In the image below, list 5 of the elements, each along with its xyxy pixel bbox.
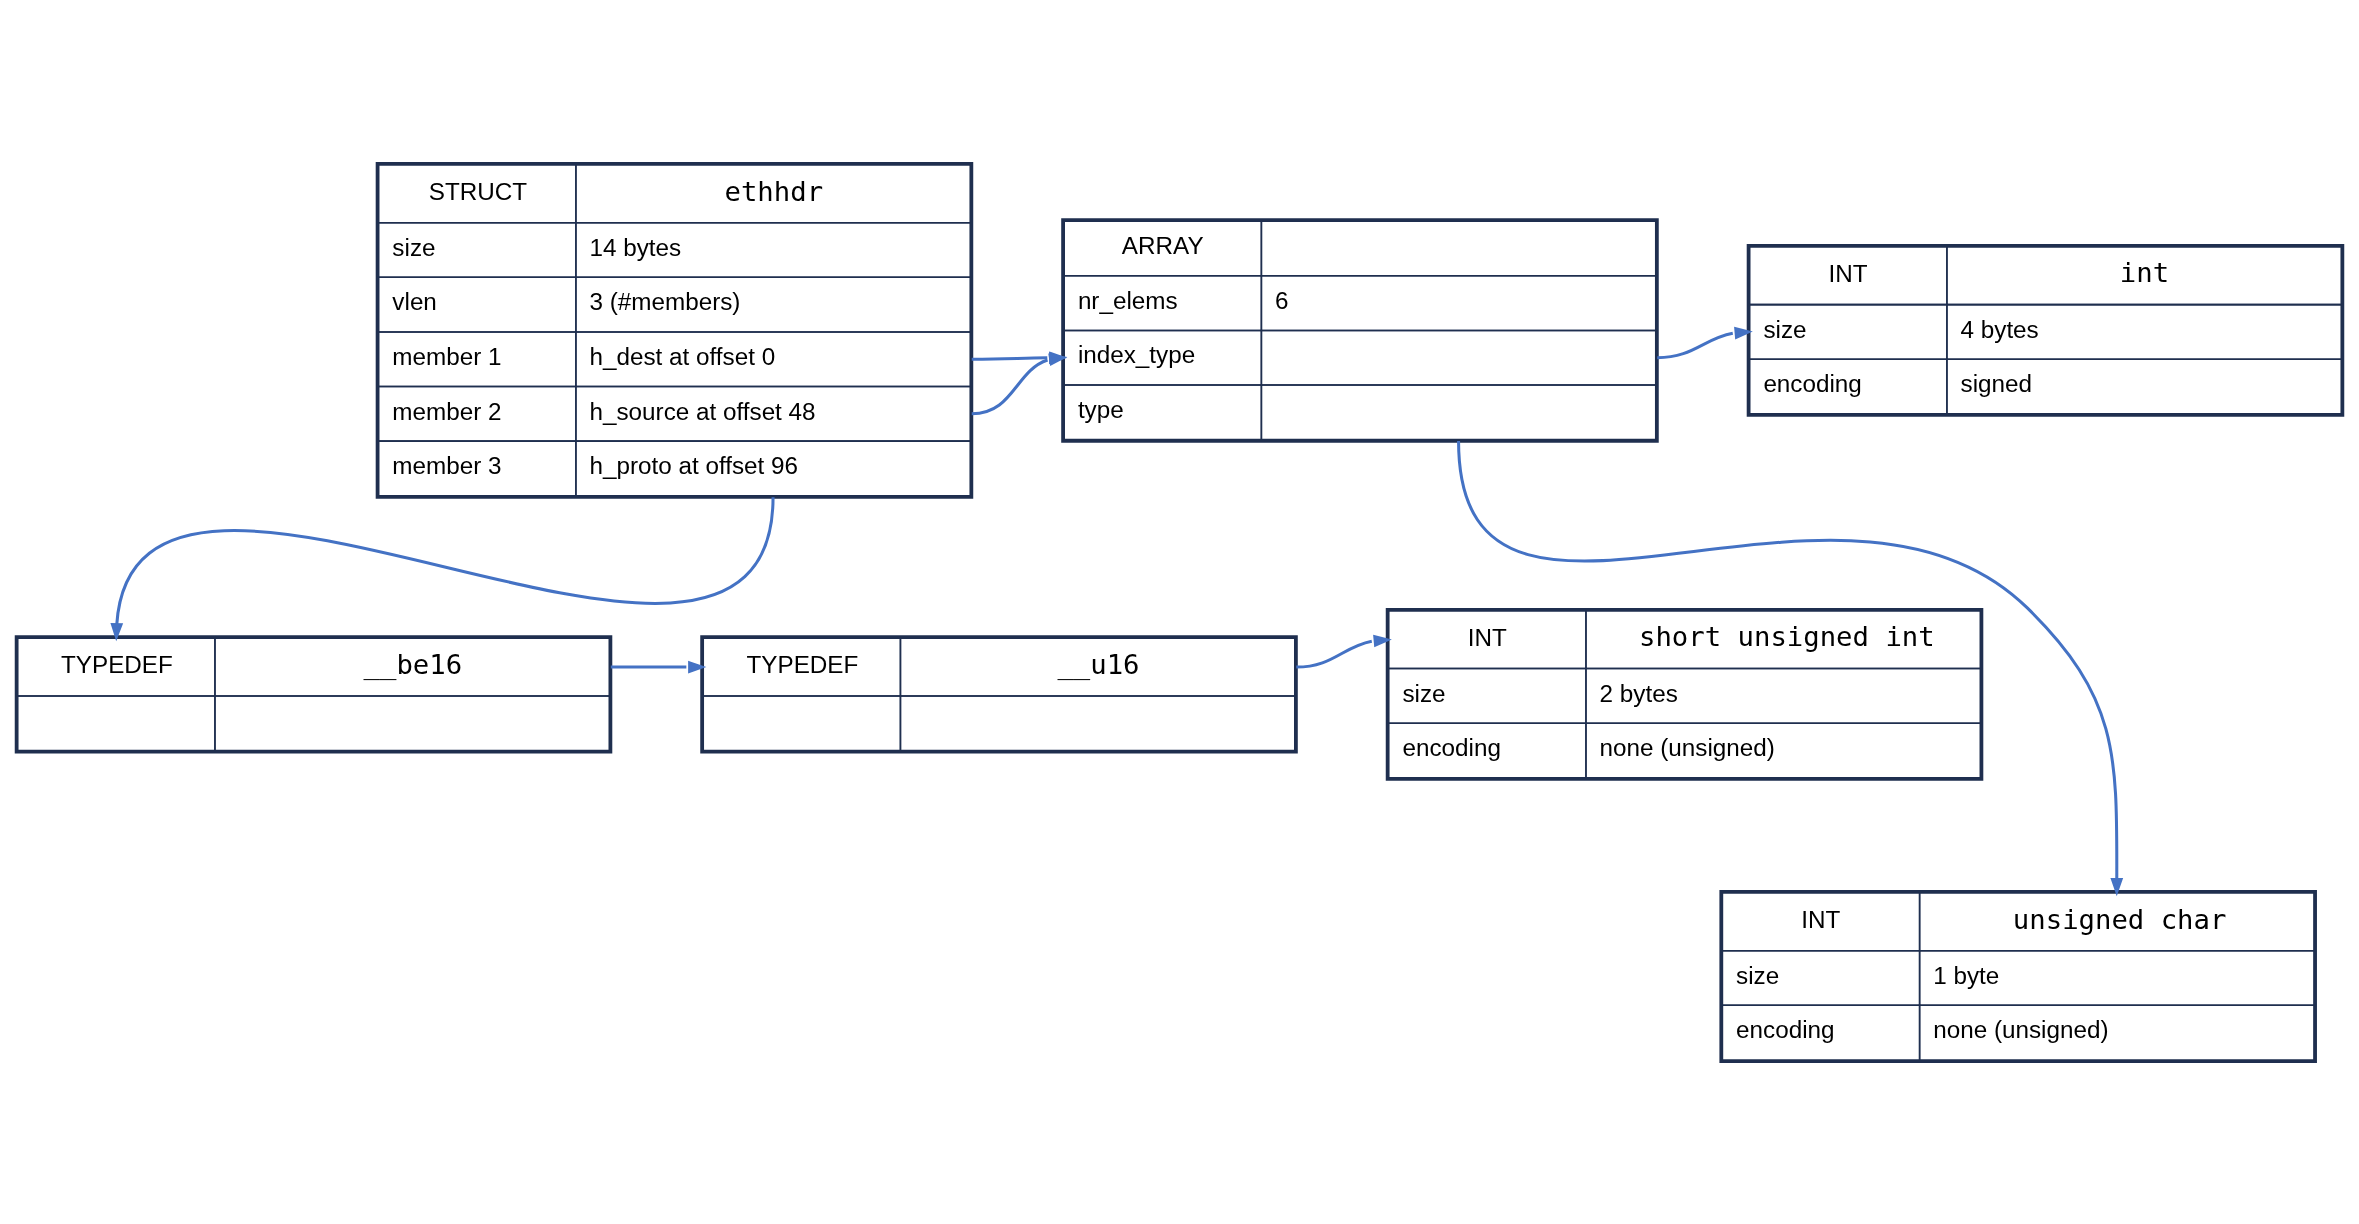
arrow bbox=[1657, 326, 1753, 359]
arrow bbox=[110, 496, 775, 641]
arrow bbox=[1457, 440, 2124, 896]
arrow bbox=[610, 660, 707, 673]
arrow bbox=[1296, 634, 1392, 669]
